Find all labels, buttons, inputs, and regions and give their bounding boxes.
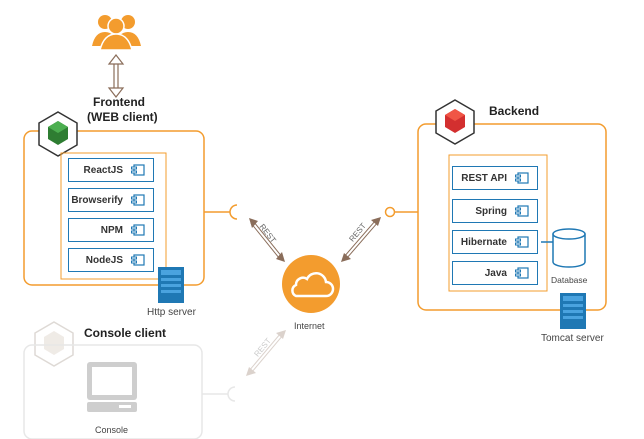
component-label: NodeJS [85,254,123,266]
tomcat-server-icon [560,293,586,329]
backend-container [417,123,607,311]
component-npm: NPM [68,218,154,242]
console-computer-icon [87,362,137,412]
users-icon [92,15,141,51]
frontend-container [23,130,205,286]
component-icon [515,236,529,248]
component-spring: Spring [452,199,538,223]
component-label: Browserify [71,194,123,206]
rest-arrow-frontend [249,218,285,262]
database-icon [552,228,586,268]
component-label: NPM [100,224,123,236]
frontend-components-box [60,152,167,280]
console-client-group [23,321,236,439]
console-label: Console [95,425,129,435]
backend-socket [384,206,418,218]
frontend-title: Frontend [93,95,145,109]
tomcat-server-label: Tomcat server [541,333,604,344]
http-server-label: Http server [147,307,196,318]
component-label: Spring [475,205,507,217]
component-icon [131,194,145,206]
component-hibernate: Hibernate [452,230,538,254]
component-icon [515,205,529,217]
backend-title: Backend [489,104,540,118]
database-label: Database [551,275,588,285]
users-frontend-arrow [107,54,125,98]
rest-arrow-backend [341,217,381,262]
frontend-socket [204,204,238,220]
internet-cloud-icon [282,255,340,313]
http-server-icon [158,267,184,303]
component-icon [131,164,145,176]
internet-label: Internet [294,321,325,331]
component-browserify: Browserify [68,188,154,212]
component-java: Java [452,261,538,285]
component-icon [131,224,145,236]
backend-components-box [448,154,548,292]
component-label: ReactJS [83,164,123,176]
component-icon [515,267,529,279]
frontend-subtitle: (WEB client) [87,110,158,124]
component-reactjs: ReactJS [68,158,154,182]
component-nodejs: NodeJS [68,248,154,272]
component-label: Java [484,267,507,279]
backend-cube-icon [435,99,475,145]
rest-arrow-console [246,330,286,376]
console-title: Console client [84,326,167,340]
component-label: Hibernate [460,236,507,248]
component-rest-api: REST API [452,166,538,190]
frontend-cube-icon [38,111,78,157]
component-icon [515,172,529,184]
component-icon [131,254,145,266]
component-label: REST API [461,172,507,184]
